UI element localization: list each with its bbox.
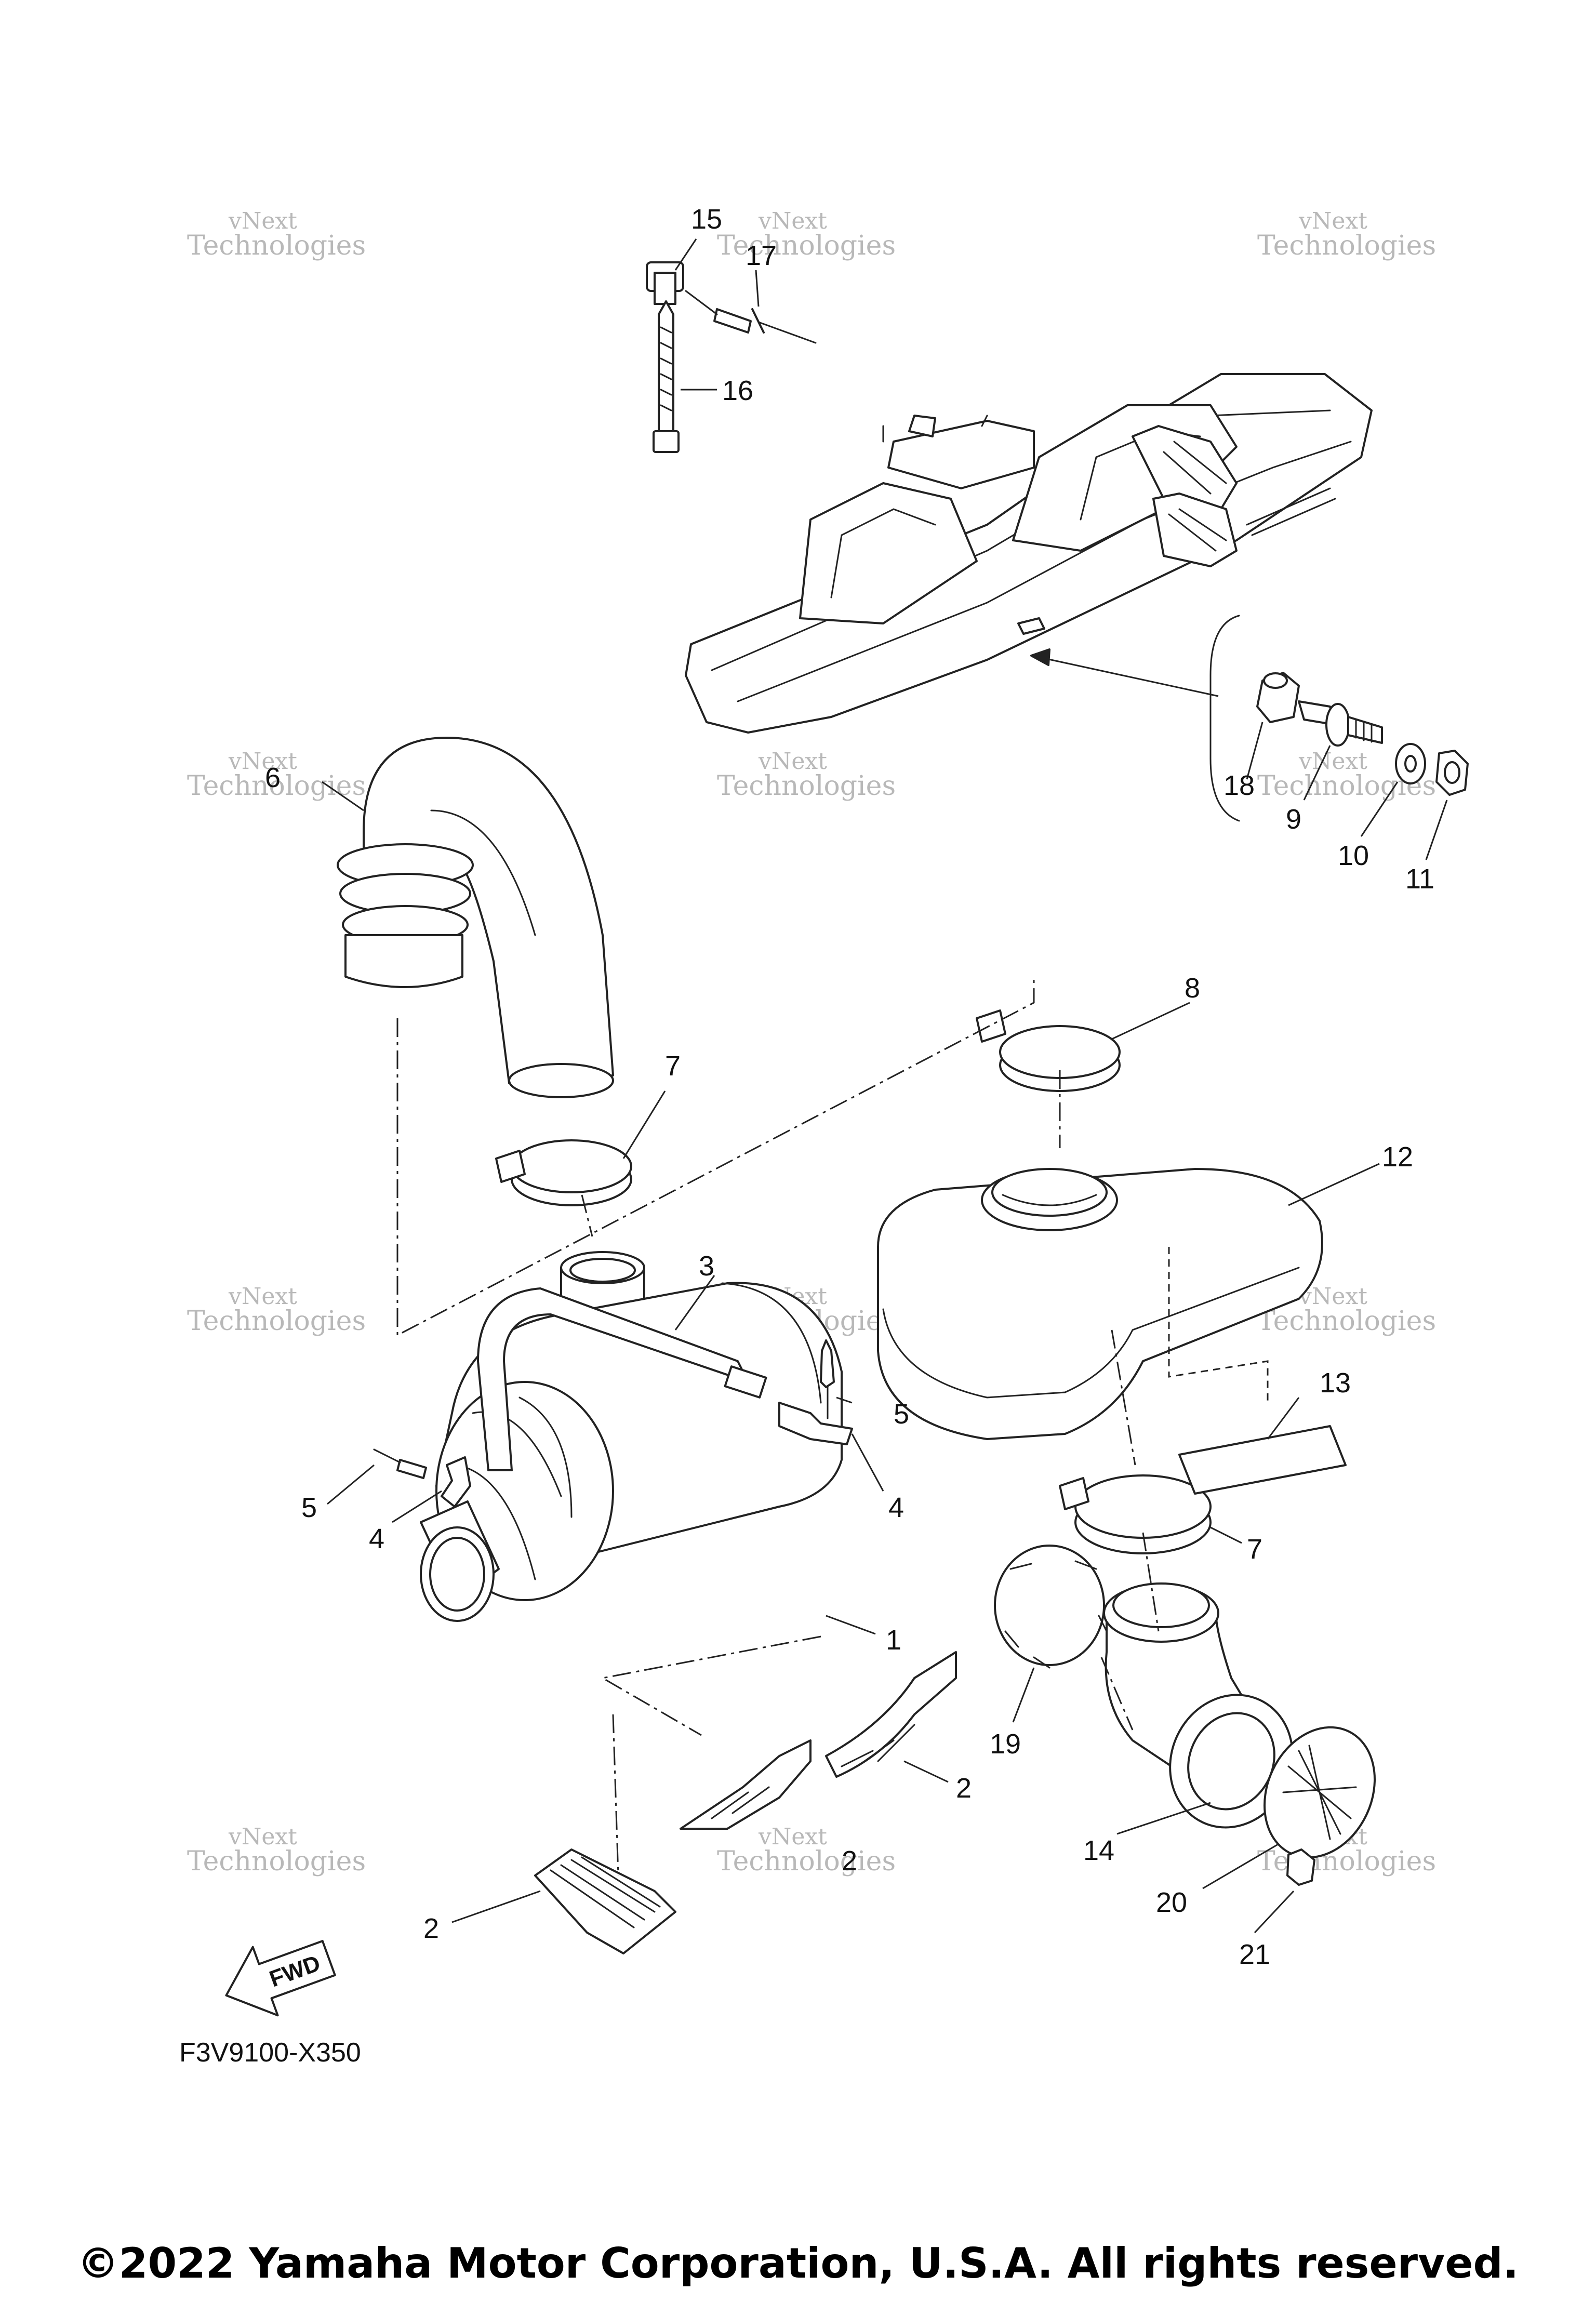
assembly-lines: [396, 977, 1269, 1876]
part-code: F3V9100-X350: [179, 2038, 361, 2068]
part-mat-2-left: [680, 1739, 812, 1830]
watermark: vNext Technologies: [717, 208, 896, 261]
callout-5-right: 5: [894, 1399, 909, 1430]
part-grommet-18: [1256, 672, 1300, 723]
watermark-line1: vNext: [758, 748, 827, 775]
part-clamp-7-lower: [1059, 1474, 1212, 1554]
watermark: vNext Technologies: [717, 1824, 896, 1877]
part-clamp-15: [646, 261, 684, 305]
callout-10: 10: [1338, 840, 1369, 871]
callout-14: 14: [1083, 1835, 1114, 1866]
callout-15: 15: [691, 204, 722, 235]
watermark-line2: Technologies: [717, 1846, 896, 1877]
fwd-arrow-icon: FWD: [225, 1940, 336, 2017]
callout-3: 3: [699, 1250, 714, 1282]
watermark-line1: vNext: [228, 1283, 297, 1310]
callout-9: 9: [1286, 804, 1301, 835]
watermark: vNext Technologies: [187, 1824, 366, 1877]
callout-6: 6: [265, 762, 281, 793]
part-clamp-8: [976, 1009, 1121, 1092]
watermark: vNext Technologies: [187, 748, 366, 802]
part-water-box-1: [420, 1251, 843, 1622]
callout-1: 1: [886, 1625, 901, 1656]
watermark: vNext Technologies: [717, 748, 896, 802]
watermark-line1: vNext: [1298, 208, 1367, 234]
part-pad-13: [1178, 1425, 1347, 1495]
callout-20: 20: [1156, 1887, 1187, 1918]
watermark: vNext Technologies: [187, 208, 366, 261]
part-fitting-9: [1298, 700, 1383, 747]
part-cable-tie-16: [653, 300, 680, 453]
callout-2-right: 2: [956, 1773, 972, 1804]
watermark-line1: vNext: [758, 1824, 827, 1850]
watermark-line1: vNext: [228, 1824, 297, 1850]
copyright-text: ©2022 Yamaha Motor Corporation, U.S.A. A…: [77, 2239, 1519, 2287]
part-elbow-14: [1103, 1582, 1294, 1829]
detail-arrow-line: [1039, 656, 1219, 697]
part-nut-21: [1286, 1848, 1315, 1886]
callout-17: 17: [746, 240, 777, 271]
part-gasket-20: [1264, 1726, 1376, 1859]
watermark-line2: Technologies: [1257, 230, 1436, 261]
watermark-line2: Technologies: [187, 1306, 366, 1337]
watermark-line1: vNext: [1298, 1283, 1367, 1310]
part-washer-10: [1395, 743, 1426, 784]
part-nut-11: [1435, 750, 1469, 796]
part-mat-2-right: [825, 1651, 957, 1778]
part-bracket-4-right: [778, 1402, 853, 1445]
watermark-line2: Technologies: [187, 1846, 366, 1877]
callout-21: 21: [1239, 1939, 1270, 1970]
watermark-line2: Technologies: [1257, 1306, 1436, 1337]
part-rivet-5-left: [373, 1448, 427, 1479]
detail-arrow-head: [1030, 648, 1050, 666]
watermark-line1: vNext: [1298, 748, 1367, 775]
callout-18: 18: [1223, 770, 1255, 801]
watermark: vNext Technologies: [1257, 1283, 1436, 1337]
callout-4-left: 4: [369, 1523, 384, 1554]
watermark: vNext Technologies: [1257, 748, 1436, 802]
watermark-line2: Technologies: [717, 230, 896, 261]
watermark: vNext Technologies: [187, 1283, 366, 1337]
detail-bracket: [1209, 615, 1240, 822]
callout-4-right: 4: [888, 1492, 904, 1523]
part-bracket-4-left: [441, 1456, 471, 1508]
watermark-line2: Technologies: [187, 770, 366, 802]
watermark: vNext Technologies: [1257, 208, 1436, 261]
callout-16: 16: [722, 375, 753, 406]
callout-2-bottom: 2: [423, 1913, 439, 1944]
callout-19: 19: [990, 1728, 1021, 1760]
callout-11: 11: [1405, 863, 1434, 895]
part-clamp-7-upper: [495, 1139, 632, 1206]
watermark-line1: vNext: [758, 208, 827, 234]
watermark-line2: Technologies: [187, 230, 366, 261]
watermark-line2: Technologies: [717, 770, 896, 802]
callout-2-center: 2: [842, 1845, 857, 1877]
part-mat-2-bottom: [534, 1848, 676, 1954]
watermark-line1: vNext: [228, 208, 297, 234]
callout-7-upper: 7: [665, 1050, 681, 1082]
watermark-line1: vNext: [228, 748, 297, 775]
callout-8: 8: [1185, 973, 1200, 1004]
callout-13: 13: [1320, 1367, 1351, 1399]
part-rivet-5-right: [820, 1339, 835, 1419]
part-tank-12: [877, 1168, 1323, 1440]
part-rivet-17: [685, 290, 817, 344]
callouts: 1 2 2 2 3 4 4 5 5 6 7 7 8 9 10 11 12 13 …: [265, 204, 1434, 1970]
leader-lines: [322, 238, 1448, 1934]
watercraft-overview: [685, 373, 1373, 734]
part-hose-6: [337, 737, 614, 1098]
callout-12: 12: [1382, 1141, 1413, 1173]
callout-5-left: 5: [301, 1492, 317, 1523]
part-strap-3: [477, 1287, 767, 1471]
part-ring-19: [994, 1545, 1108, 1669]
callout-7-lower: 7: [1247, 1534, 1262, 1565]
